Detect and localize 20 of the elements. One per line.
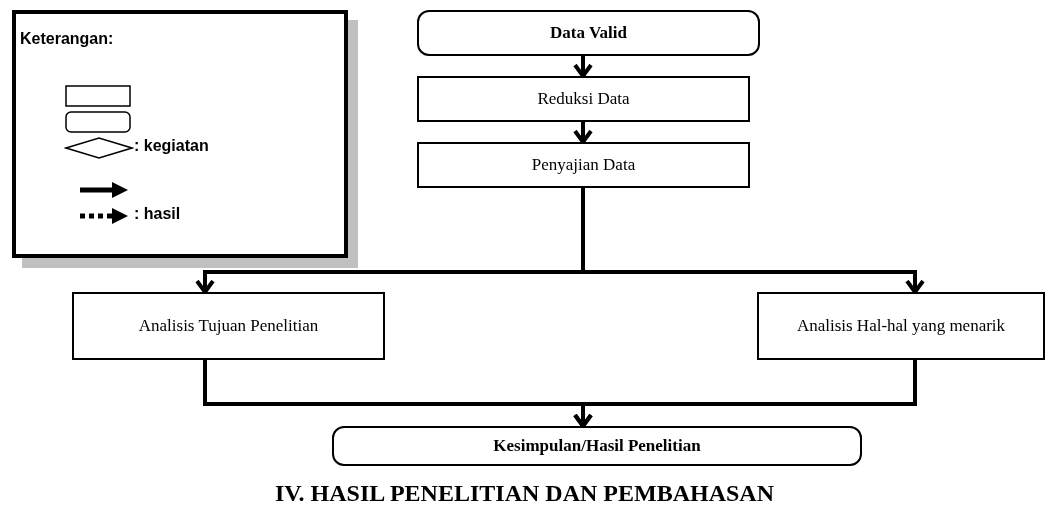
terminal-box [332, 426, 862, 466]
process-box [72, 292, 385, 360]
process-box [757, 292, 1045, 360]
node-text: Kesimpulan/Hasil Penelitian [493, 436, 701, 456]
arrow [573, 56, 593, 78]
node-text: Analisis Hal-hal yang menarik [796, 316, 1006, 336]
node-text: Reduksi Data [537, 89, 630, 109]
section-heading: IV. HASIL PENELITIAN DAN PEMBAHASAN [274, 480, 775, 507]
node-text: Analisis Tujuan Penelitian [138, 316, 319, 336]
arrow [581, 188, 925, 294]
process-box [417, 142, 750, 188]
terminal-box [417, 10, 760, 56]
node-text: Penyajian Data [531, 155, 636, 175]
arrow [573, 122, 593, 144]
process-box [417, 76, 750, 122]
node-text: Data Valid [550, 23, 627, 43]
arrow [573, 360, 917, 428]
legend-text: : hasil [134, 205, 181, 223]
legend-title: Keterangan: [20, 30, 114, 48]
legend-text: : kegiatan [134, 137, 209, 155]
